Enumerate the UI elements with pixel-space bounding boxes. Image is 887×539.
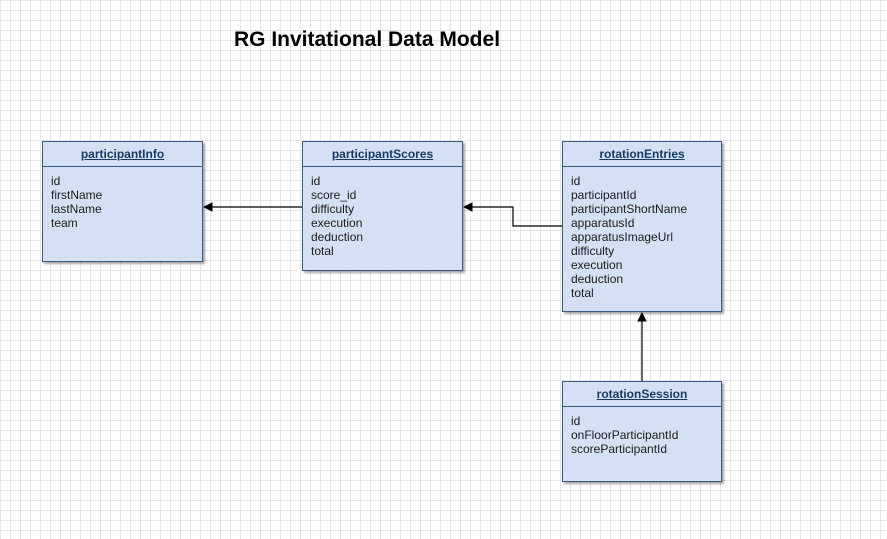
field-item: lastName [51,202,102,216]
entity-header: participantInfo [43,142,202,167]
entity-header: rotationEntries [563,142,721,167]
field-item: apparatusId [571,216,635,230]
field-item: id [571,414,581,428]
field-item: id [571,174,581,188]
field-item: score_id [311,188,357,202]
field-item: deduction [571,272,624,286]
field-item: scoreParticipantId [571,442,668,456]
field-list: id participantId participantShortName ap… [563,167,721,300]
diagram-title: RG Invitational Data Model [234,28,501,51]
field-item: participantId [571,188,637,202]
field-list: id score_id difficulty execution deducti… [303,167,462,258]
entity-rotation-entries[interactable]: rotationEntries id participantId partici… [562,141,722,312]
field-list: id firstName lastName team [43,167,202,230]
field-item: id [311,174,321,188]
field-item: id [51,174,61,188]
field-item: execution [311,216,363,230]
entity-header: rotationSession [563,382,721,407]
field-list: id onFloorParticipantId scoreParticipant… [563,407,721,456]
field-item: execution [571,258,623,272]
field-item: difficulty [571,244,615,258]
field-item: total [311,244,334,258]
field-item: apparatusImageUrl [571,230,674,244]
entity-rotation-session[interactable]: rotationSession id onFloorParticipantId … [562,381,722,482]
field-item: deduction [311,230,364,244]
field-item: firstName [51,188,103,202]
field-item: participantShortName [571,202,688,216]
connector-entries-to-scores [463,202,562,227]
entity-participant-scores[interactable]: participantScores id score_id difficulty… [302,141,463,271]
field-item: difficulty [311,202,355,216]
entity-participant-info[interactable]: participantInfo id firstName lastName te… [42,141,203,262]
field-item: onFloorParticipantId [571,428,679,442]
field-item: team [51,216,78,230]
field-item: total [571,286,594,300]
entity-header: participantScores [303,142,462,167]
